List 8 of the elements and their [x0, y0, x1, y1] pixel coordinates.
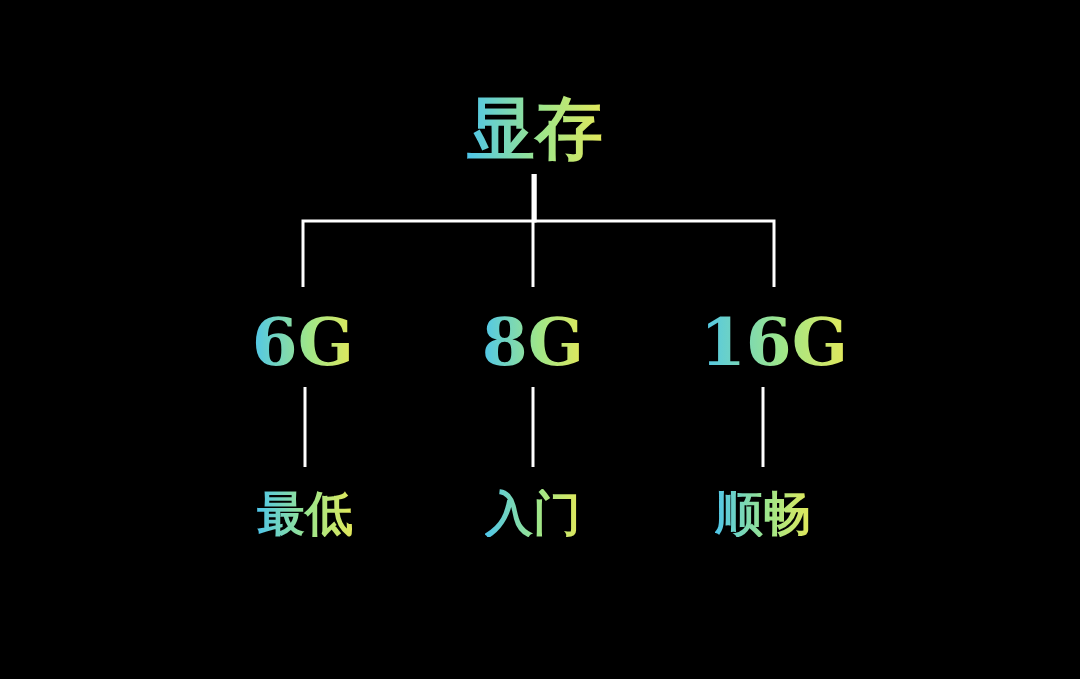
connector-line: [303, 387, 307, 467]
connector-line: [531, 174, 535, 287]
connector-line: [531, 387, 535, 467]
level-text: 最低: [257, 489, 353, 537]
title-text: 显存: [467, 94, 603, 162]
connector-line: [761, 387, 765, 467]
level-text: 顺畅: [715, 489, 811, 537]
connector-line: [533, 174, 776, 287]
